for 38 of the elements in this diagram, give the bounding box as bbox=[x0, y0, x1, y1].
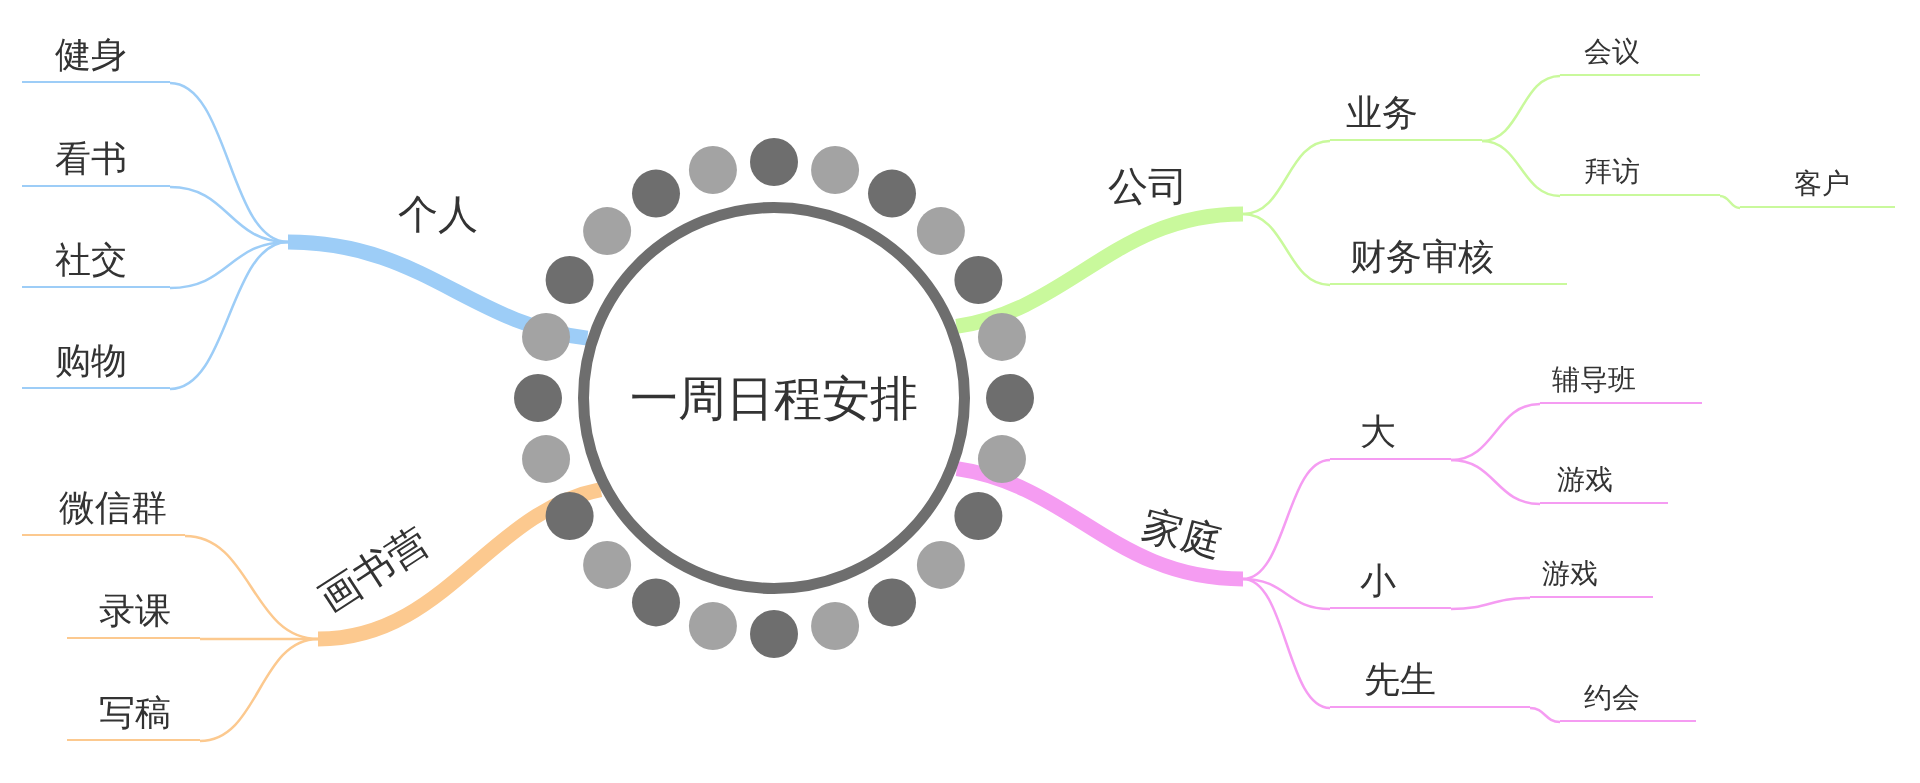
branch-label: 个人 bbox=[288, 180, 480, 242]
branch-line bbox=[199, 637, 319, 743]
branch-line bbox=[317, 482, 603, 647]
topic-label: 客户 bbox=[1740, 164, 1895, 208]
branch-line bbox=[1450, 596, 1531, 611]
branch-line bbox=[1450, 458, 1541, 506]
topic-label: 辅导班 bbox=[1540, 360, 1702, 404]
branch-label: 画书营 bbox=[287, 488, 478, 639]
branch-line bbox=[955, 461, 1244, 587]
branch-line bbox=[1242, 577, 1331, 710]
topic-label: 社交 bbox=[22, 236, 170, 288]
topic-label: 购物 bbox=[22, 337, 170, 389]
topic-label: 微信群 bbox=[22, 484, 185, 536]
topic-label: 录课 bbox=[67, 587, 200, 639]
branch-line bbox=[1481, 74, 1561, 143]
topic-label: 拜访 bbox=[1560, 152, 1720, 196]
topic-label: 会议 bbox=[1560, 32, 1700, 76]
topic-label: 游戏 bbox=[1530, 554, 1653, 598]
branch-label: 家庭 bbox=[1078, 480, 1258, 579]
branch-label: 公司 bbox=[1060, 156, 1243, 214]
topic-label: 财务审核 bbox=[1330, 233, 1567, 285]
topic-label: 约会 bbox=[1560, 678, 1696, 722]
topic-label: 写稿 bbox=[67, 689, 200, 741]
topic-label: 业务 bbox=[1330, 89, 1482, 141]
topic-label: 大 bbox=[1330, 408, 1451, 460]
topic-label: 先生 bbox=[1330, 656, 1530, 708]
branch-line bbox=[1242, 212, 1331, 287]
branch-line bbox=[1529, 706, 1561, 724]
branch-line bbox=[1719, 194, 1741, 210]
branch-line bbox=[287, 234, 589, 346]
topic-circle: 一周日程安排 bbox=[578, 202, 970, 594]
branch-line bbox=[1242, 139, 1331, 216]
topic-label: 健身 bbox=[22, 31, 170, 83]
branch-line bbox=[1481, 139, 1561, 198]
topic-label: 游戏 bbox=[1540, 460, 1668, 504]
branch-line bbox=[169, 240, 289, 391]
topic-label: 小 bbox=[1330, 557, 1451, 609]
topic-label: 看书 bbox=[22, 135, 170, 187]
